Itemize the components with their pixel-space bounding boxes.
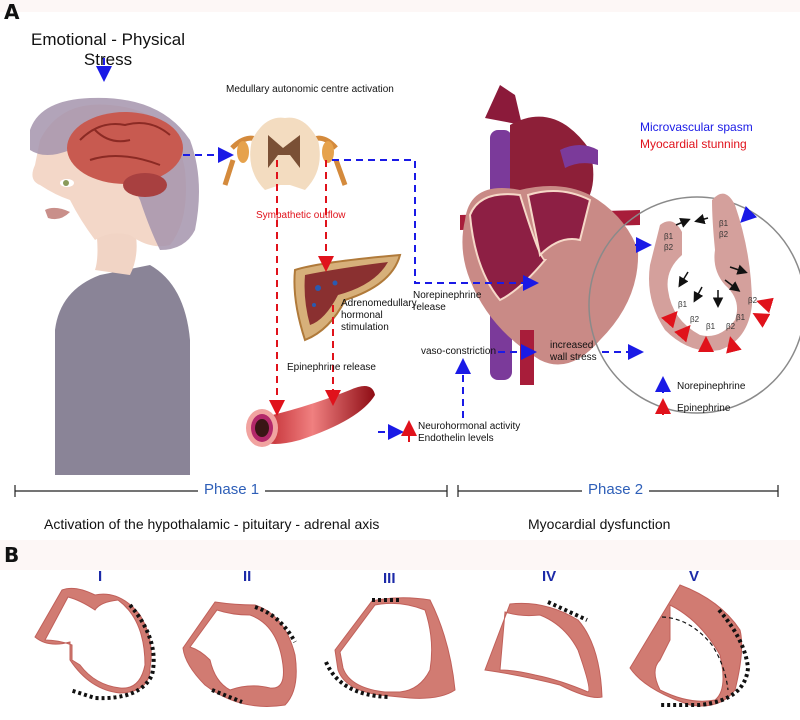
variant-ii-shape — [182, 601, 297, 707]
flow-arrows-red — [269, 160, 341, 416]
phase-1-label: Phase 1 — [198, 481, 266, 498]
phase-2-caption: Myocardial dysfunction — [528, 516, 671, 532]
blood-vessel — [246, 386, 375, 447]
variant-iii-label: III — [383, 570, 396, 587]
epinephrine-release-label: Epinephrine release — [287, 362, 376, 373]
vaso-constriction-label: vaso-constriction — [421, 346, 497, 357]
variant-i-label: I — [98, 568, 103, 585]
wall-stress-line-2: wall stress — [550, 352, 597, 363]
receptor-label: β2 — [748, 296, 758, 305]
arrow-norepinephrine-to-heart — [332, 159, 539, 291]
top-band — [0, 0, 800, 12]
receptor-arrows — [675, 213, 748, 308]
neurohormonal-line-1: Neurohormonal activity — [418, 421, 521, 432]
adreno-line-3: stimulation — [341, 322, 389, 333]
sympathetic-outflow-label: Sympathetic outflow — [256, 210, 346, 221]
wall-stress-line-1: increased — [550, 340, 594, 351]
catecholamine-arrows — [635, 205, 774, 354]
receptor-label: β1 — [678, 300, 688, 309]
receptor-label: β2 — [726, 322, 736, 331]
variant-v-midline — [661, 616, 729, 691]
endothelin-line: Endothelin levels — [418, 433, 494, 444]
heart — [460, 85, 640, 385]
panel-b-band — [0, 540, 800, 570]
magnified-view-circle — [588, 196, 800, 414]
panel-label-b: B — [4, 543, 20, 567]
receptor-label: β1 — [736, 313, 746, 322]
microvascular-spasm-label: Microvascular spasm — [640, 120, 753, 134]
variant-iii-shape — [334, 597, 456, 699]
receptor-label: β1 — [664, 232, 674, 241]
variant-shapes — [34, 584, 743, 707]
panel-label-a: A — [4, 0, 20, 24]
spinal-cord — [222, 117, 348, 190]
medullary-label: Medullary autonomic centre activation — [226, 84, 394, 95]
flow-arrows-blue — [96, 58, 644, 440]
receptor-label: β2 — [664, 243, 674, 252]
variant-i-shape — [34, 587, 152, 694]
phase-2-label: Phase 2 — [582, 481, 650, 498]
ventricle-cross-section — [649, 193, 752, 351]
wall-stress-label: increased wall stress — [550, 340, 597, 364]
receptor-label: β2 — [690, 315, 700, 324]
legend-norepinephrine-label: Norepinephrine — [677, 381, 746, 392]
adrenal-gland — [293, 253, 402, 342]
dyskinetic-segments — [69, 598, 751, 707]
adreno-line-2: hormonal — [341, 310, 383, 321]
norepinephrine-release-line-1: Norepinephrine — [413, 290, 482, 301]
legend-epinephrine-label: Epinephrine — [677, 403, 731, 414]
stress-title-line-1: Emotional - Physical — [30, 30, 185, 49]
adreno-line-1: Adrenomedullary — [341, 298, 417, 309]
stress-title-line-2: Stress — [83, 50, 133, 69]
variant-v-label: V — [689, 568, 700, 585]
receptor-label: β1 — [706, 322, 716, 331]
variant-v-shape — [629, 584, 743, 707]
stress-title: Emotional - Physical Stress — [28, 30, 188, 70]
myocardial-stunning-label: Myocardial stunning — [640, 137, 747, 151]
receptor-label: β2 — [719, 230, 729, 239]
phase-timeline — [14, 485, 779, 497]
norepinephrine-release-line-2: release — [413, 302, 446, 313]
variant-ii-label: II — [243, 568, 252, 585]
phase-1-caption: Activation of the hypothalamic - pituita… — [44, 516, 380, 532]
receptor-label: β1 — [719, 219, 729, 228]
norepinephrine-release-label: Norepinephrine release — [413, 290, 481, 314]
variant-iv-label: IV — [542, 568, 557, 585]
variant-iv-shape — [484, 602, 603, 698]
adrenomedullary-label: Adrenomedullary hormonal stimulation — [341, 298, 417, 334]
woman-figure — [30, 97, 199, 475]
neurohormonal-label: Neurohormonal activity Endothelin levels — [418, 421, 520, 445]
